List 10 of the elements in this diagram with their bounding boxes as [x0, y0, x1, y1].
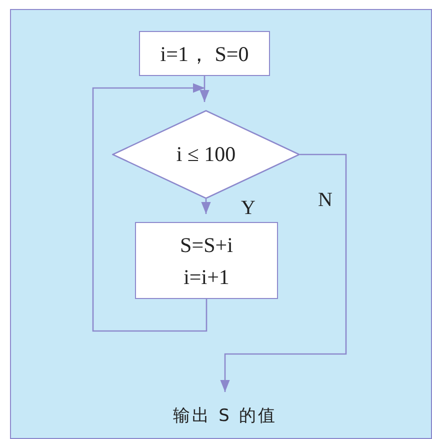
condition-text: i ≤ 100: [176, 142, 236, 167]
arrow: [200, 76, 210, 102]
arrow: [201, 199, 211, 214]
output-text: 输出 S 的值: [173, 404, 277, 426]
edge-label: Y: [241, 198, 256, 218]
arrow: [92, 83, 208, 332]
process-box: i=1， S=0: [139, 31, 270, 76]
edge-label: N: [318, 190, 332, 210]
arrow: [220, 154, 347, 392]
process-box: S=S+i i=i+1: [135, 222, 278, 299]
